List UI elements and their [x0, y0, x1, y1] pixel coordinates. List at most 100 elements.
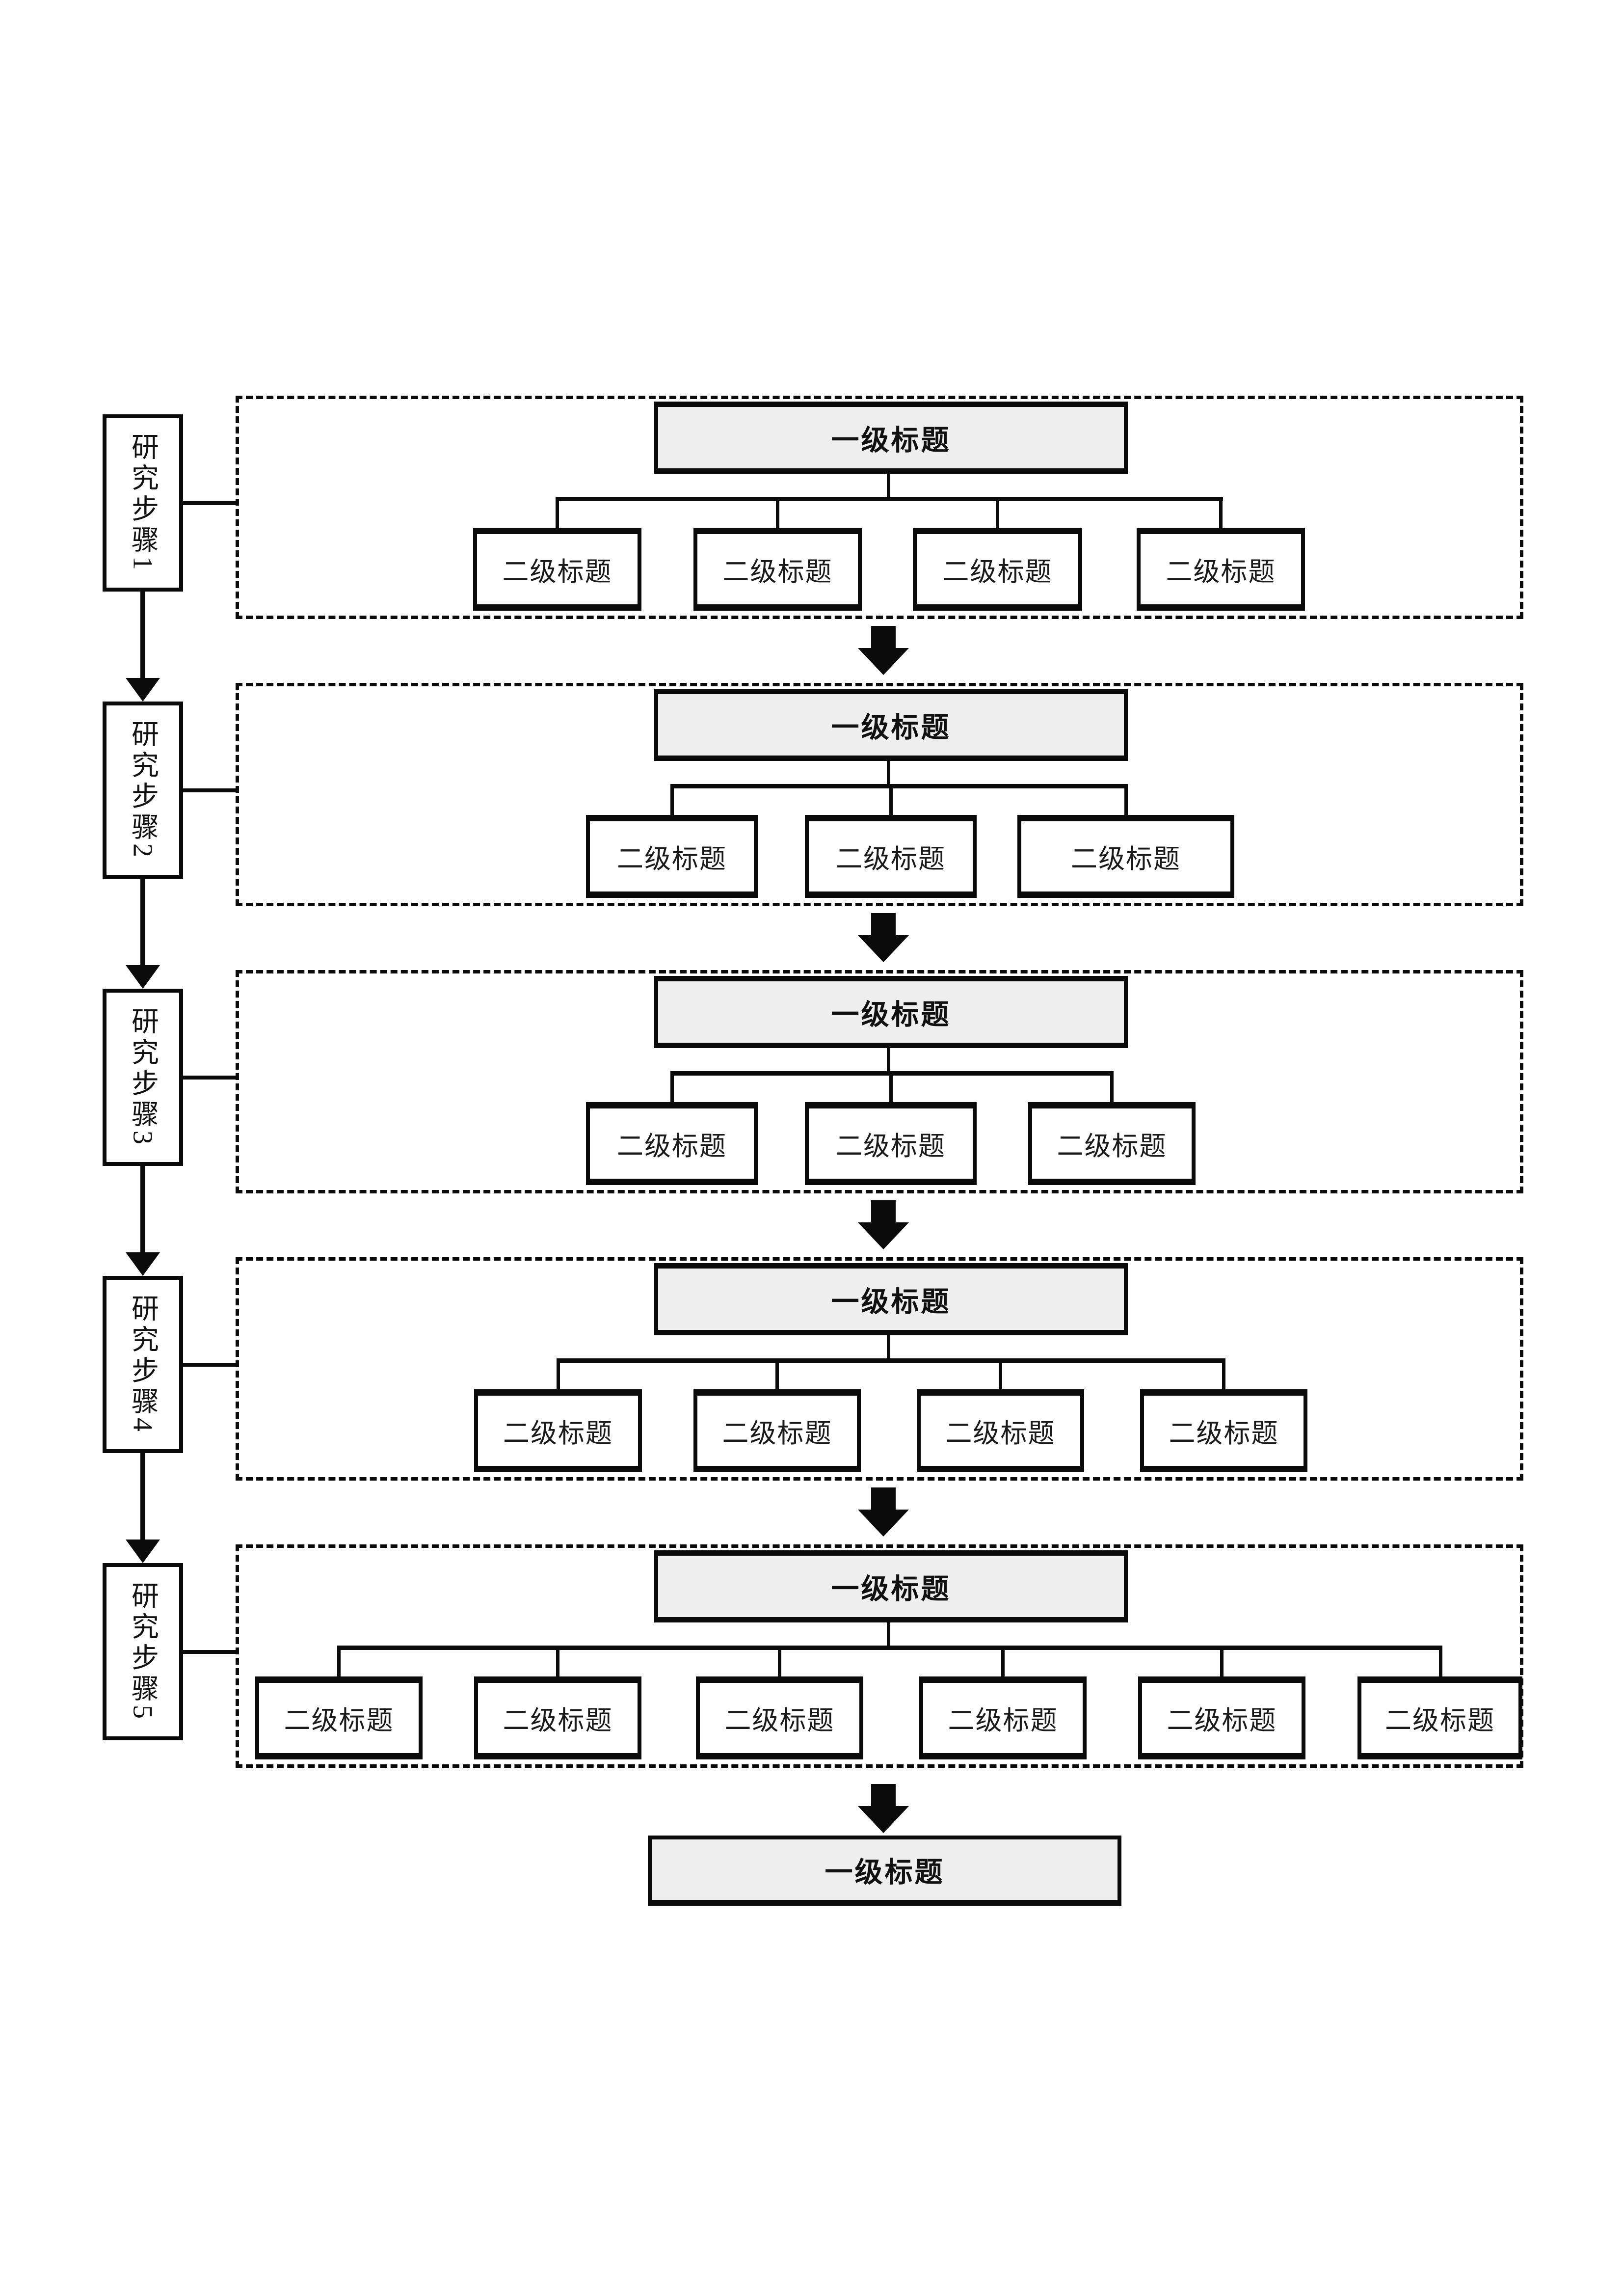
level2-heading-box: 二级标题	[473, 528, 641, 611]
tree-connector-stub	[1124, 788, 1128, 816]
tree-connector-stub	[1219, 501, 1223, 529]
level2-heading-box: 二级标题	[805, 815, 977, 898]
tree-connector-stub	[556, 501, 559, 529]
phase-section-3: 一级标题 二级标题 二级标题 二级标题	[236, 970, 1523, 1193]
tree-connector-stub	[775, 1363, 779, 1390]
down-arrow-icon	[858, 1510, 909, 1537]
section-flow-arrow-2	[858, 913, 909, 962]
level2-heading-box: 二级标题	[913, 528, 1082, 611]
section-flow-arrow-5	[858, 1784, 909, 1833]
tree-connector-stub	[996, 501, 999, 529]
tree-connector-stub	[1222, 1363, 1225, 1390]
level2-heading-box: 二级标题	[1140, 1389, 1307, 1472]
level2-heading-box: 二级标题	[696, 1676, 863, 1759]
arrow-shaft	[140, 1453, 145, 1540]
arrow-shaft	[140, 592, 145, 678]
arrow-shaft	[871, 913, 896, 935]
tree-connector-vertical	[887, 474, 890, 498]
final-level1-heading-box: 一级标题	[648, 1836, 1121, 1906]
tree-connector-stub	[776, 501, 779, 529]
level2-heading-box: 二级标题	[1137, 528, 1305, 611]
phase-section-2: 一级标题 二级标题 二级标题 二级标题	[236, 683, 1523, 906]
step-section-link-3	[182, 1076, 236, 1080]
step-down-arrow-3	[126, 1166, 160, 1276]
level2-heading-box: 二级标题	[1138, 1676, 1305, 1759]
phase-dashed-border	[236, 396, 1523, 619]
step-down-arrow-1	[126, 592, 160, 702]
tree-connector-horizontal	[557, 1358, 1225, 1363]
step-down-arrow-2	[126, 879, 160, 989]
down-arrow-icon	[858, 1806, 909, 1833]
level1-heading-box: 一级标题	[654, 402, 1128, 474]
tree-connector-horizontal	[670, 784, 1128, 788]
step-box-5: 研究步骤5	[103, 1563, 183, 1740]
level2-heading-box: 二级标题	[693, 528, 862, 611]
step-box-4: 研究步骤4	[103, 1276, 183, 1453]
level1-heading-box: 一级标题	[654, 689, 1128, 761]
level2-heading-box: 二级标题	[586, 815, 758, 898]
level2-heading-box: 二级标题	[693, 1389, 861, 1472]
step-down-arrow-4	[126, 1453, 160, 1563]
section-flow-arrow-4	[858, 1487, 909, 1537]
phase-dashed-border	[236, 1257, 1523, 1481]
level2-heading-box: 二级标题	[1017, 815, 1234, 898]
tree-connector-horizontal	[337, 1646, 1442, 1650]
section-flow-arrow-3	[858, 1200, 909, 1249]
step-section-link-1	[182, 501, 236, 505]
tree-connector-stub	[1110, 1076, 1114, 1103]
level2-heading-box: 二级标题	[1357, 1676, 1522, 1759]
step-section-link-4	[182, 1363, 236, 1367]
tree-connector-stub	[1001, 1650, 1005, 1677]
down-arrow-icon	[126, 1252, 160, 1276]
phase-dashed-border	[236, 1544, 1523, 1768]
level2-heading-box: 二级标题	[919, 1676, 1087, 1759]
phase-section-1: 一级标题 二级标题 二级标题 二级标题 二级标题	[236, 396, 1523, 619]
down-arrow-icon	[858, 648, 909, 675]
tree-connector-stub	[889, 1076, 893, 1103]
step-section-link-5	[182, 1650, 236, 1654]
step-box-1: 研究步骤1	[103, 414, 183, 592]
arrow-shaft	[140, 879, 145, 965]
tree-connector-stub	[1439, 1650, 1442, 1677]
down-arrow-icon	[126, 678, 160, 702]
tree-connector-horizontal	[556, 497, 1223, 501]
level2-heading-box: 二级标题	[474, 1389, 642, 1472]
down-arrow-icon	[858, 935, 909, 962]
step-section-link-2	[182, 788, 236, 792]
level2-heading-box: 二级标题	[586, 1102, 758, 1185]
arrow-shaft	[871, 626, 896, 648]
level2-heading-box: 二级标题	[255, 1676, 423, 1759]
down-arrow-icon	[126, 1540, 160, 1563]
tree-connector-stub	[670, 788, 674, 816]
tree-connector-vertical	[887, 1622, 890, 1647]
arrow-shaft	[871, 1487, 896, 1510]
arrow-shaft	[140, 1166, 145, 1252]
arrow-shaft	[871, 1200, 896, 1222]
tree-connector-stub	[999, 1363, 1002, 1390]
down-arrow-icon	[126, 965, 160, 989]
tree-connector-vertical	[887, 1048, 890, 1072]
level2-heading-box: 二级标题	[805, 1102, 977, 1185]
tree-connector-vertical	[887, 761, 890, 785]
level1-heading-box: 一级标题	[654, 1550, 1128, 1622]
level2-heading-box: 二级标题	[474, 1676, 641, 1759]
tree-connector-stub	[889, 788, 893, 816]
step-box-2: 研究步骤2	[103, 702, 183, 879]
tree-connector-stub	[556, 1650, 559, 1677]
section-flow-arrow-1	[858, 626, 909, 675]
tree-connector-horizontal	[670, 1071, 1114, 1076]
tree-connector-vertical	[887, 1335, 890, 1359]
phase-section-5: 一级标题 二级标题 二级标题 二级标题 二级标题 二级标题 二级标题	[236, 1544, 1523, 1768]
step-box-3: 研究步骤3	[103, 989, 183, 1166]
tree-connector-stub	[337, 1650, 341, 1677]
phase-dashed-border	[236, 683, 1523, 906]
down-arrow-icon	[858, 1222, 909, 1249]
phase-section-4: 一级标题 二级标题 二级标题 二级标题 二级标题	[236, 1257, 1523, 1481]
phase-dashed-border	[236, 970, 1523, 1193]
tree-connector-stub	[778, 1650, 781, 1677]
level2-heading-box: 二级标题	[1028, 1102, 1196, 1185]
tree-connector-stub	[1220, 1650, 1224, 1677]
level1-heading-box: 一级标题	[654, 1263, 1128, 1335]
level1-heading-box: 一级标题	[654, 976, 1128, 1048]
